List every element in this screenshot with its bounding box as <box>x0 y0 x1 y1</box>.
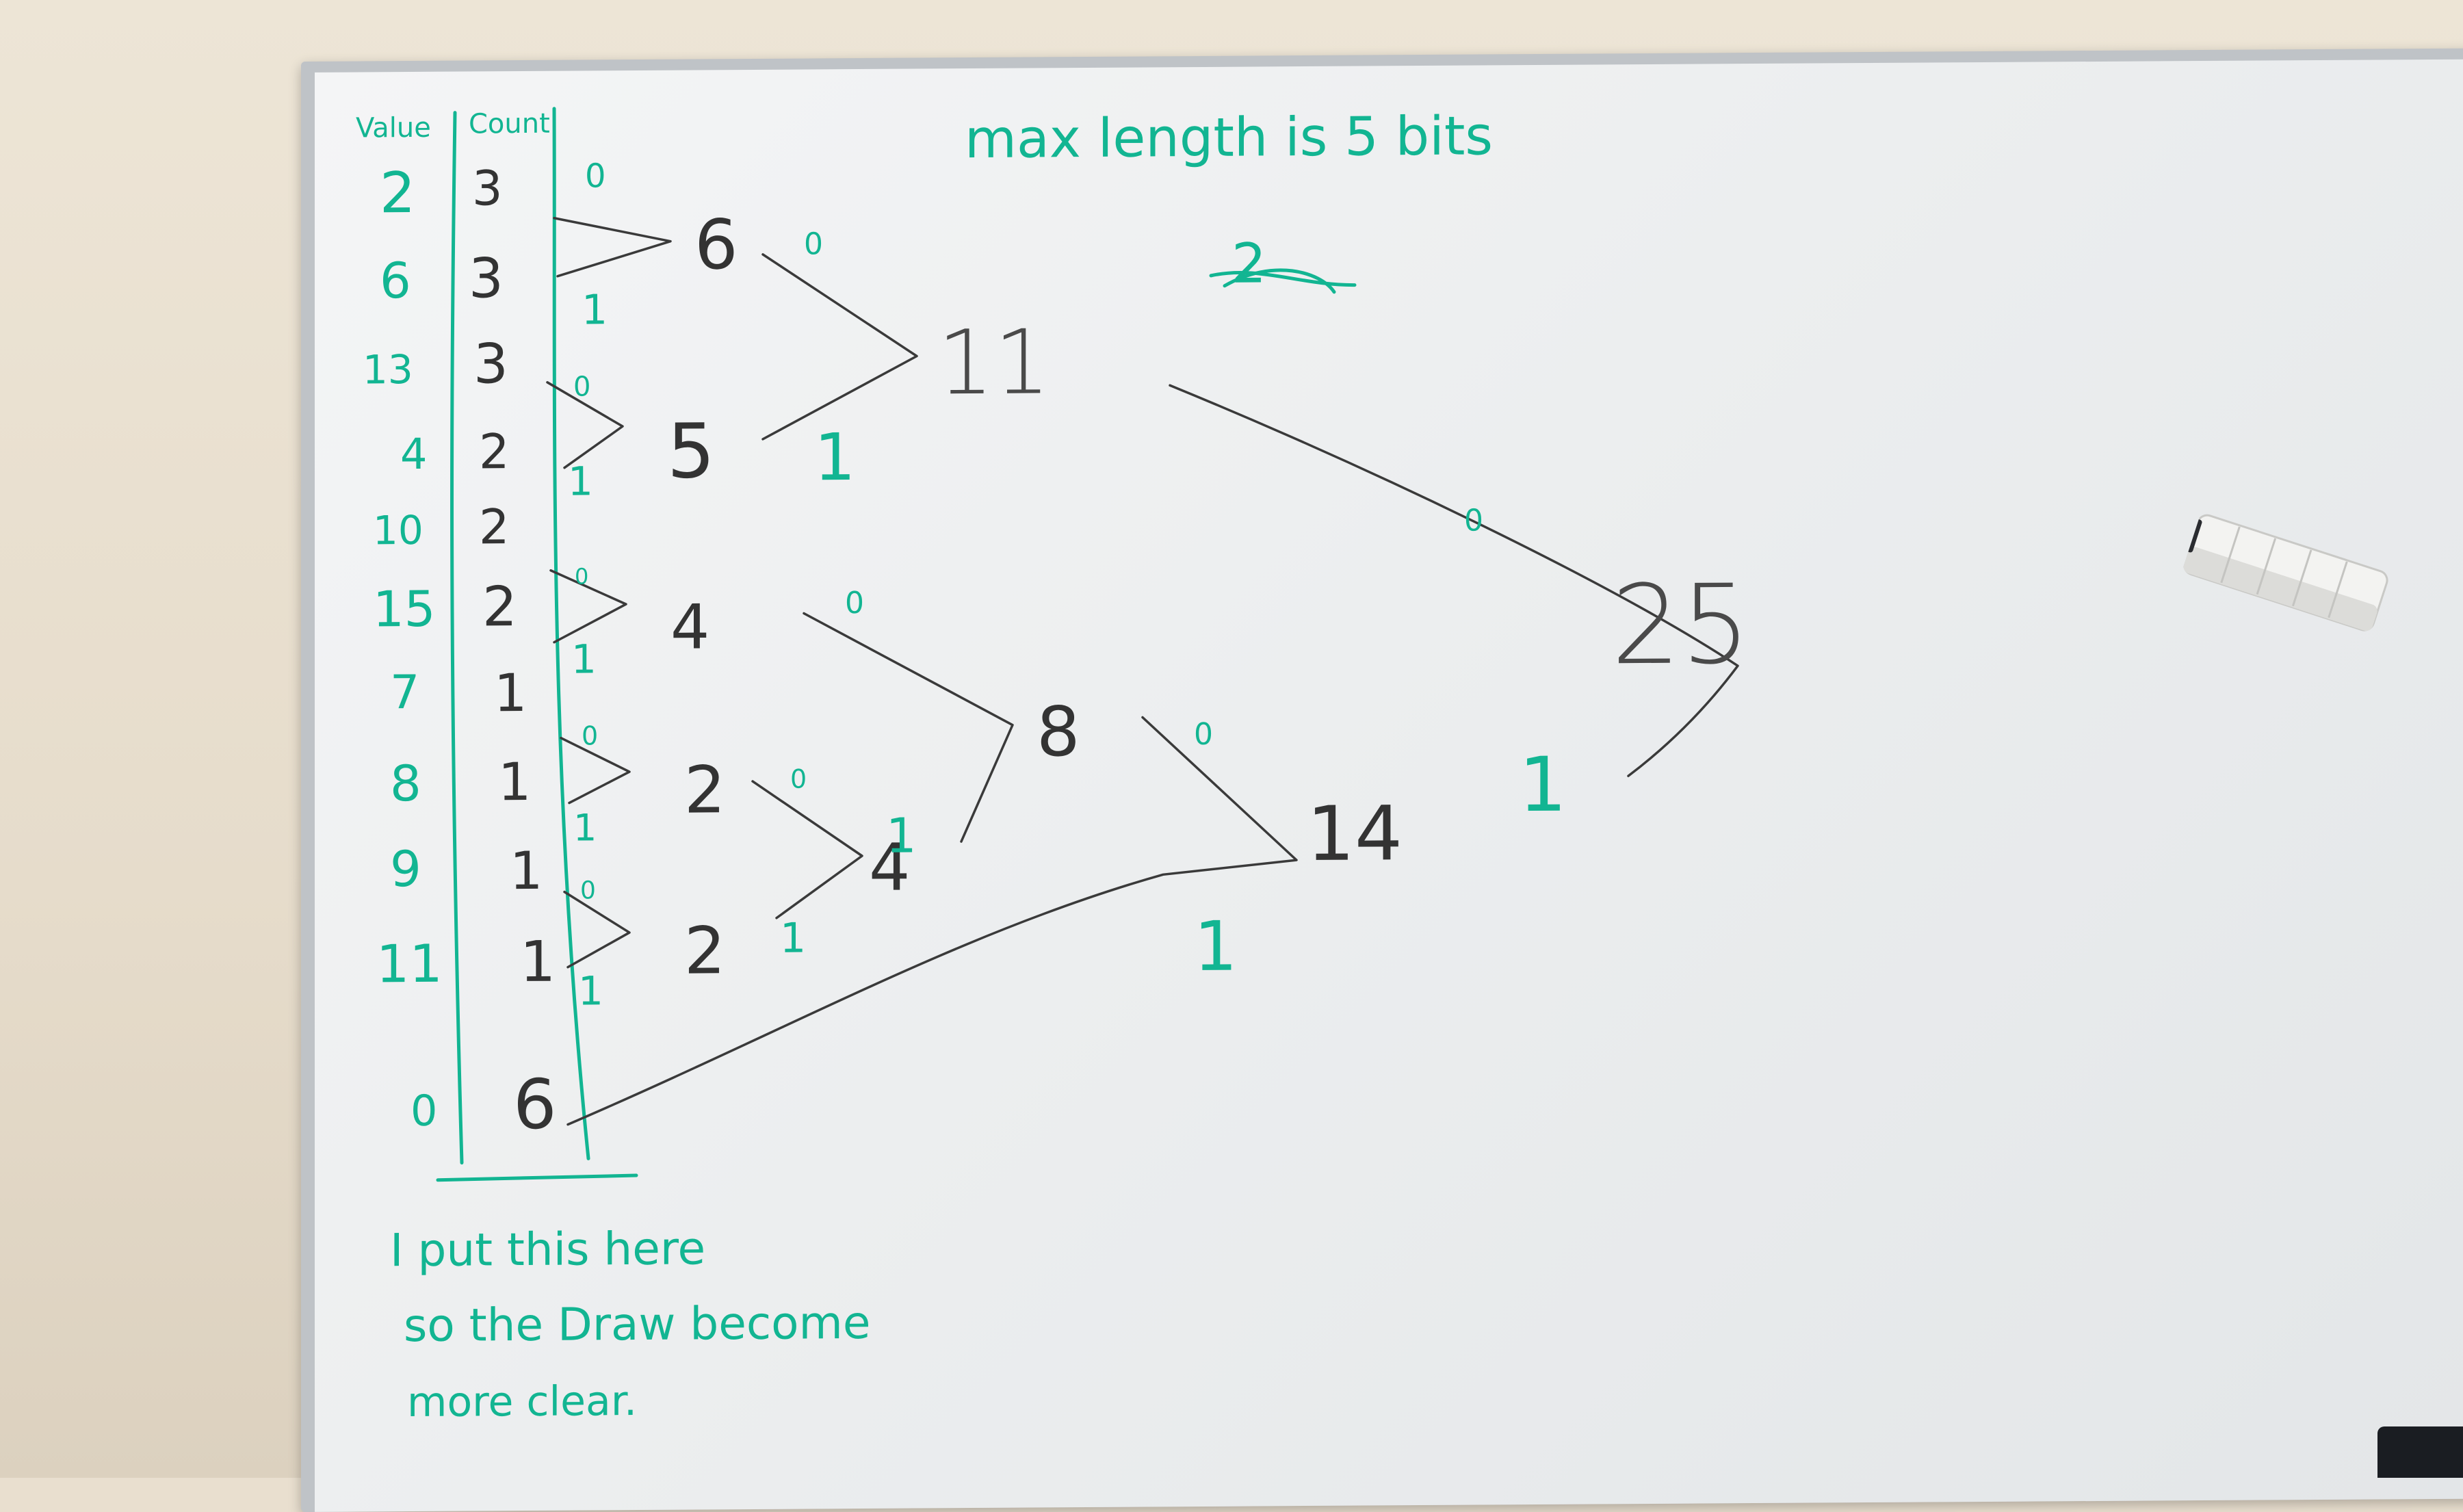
node-label: 2 <box>684 913 725 989</box>
bit-zero: 0 <box>1194 717 1213 752</box>
node-label: 14 <box>1307 790 1403 878</box>
node-label: 6 <box>694 205 738 285</box>
merge-line <box>563 890 631 969</box>
bit-one: 1 <box>582 286 608 334</box>
count-cell: 3 <box>473 332 508 395</box>
merge-line <box>761 253 918 441</box>
note-line: I put this here <box>390 1222 705 1277</box>
bit-zero: 0 <box>580 876 596 904</box>
crossed-out-mark: 2 <box>1209 231 1357 296</box>
node-label: 2 <box>684 753 725 828</box>
table-divider-right <box>552 107 590 1160</box>
count-cell: 3 <box>472 160 503 216</box>
value-cell: 10 <box>373 507 423 553</box>
node-label: 8 <box>1037 692 1080 772</box>
bit-one: 1 <box>886 808 917 864</box>
value-cell: 15 <box>373 580 436 638</box>
value-cell: 2 <box>380 161 415 226</box>
value-cell: 4 <box>400 429 427 479</box>
count-cell: 2 <box>479 499 510 555</box>
count-column: 3 3 3 2 2 2 1 1 1 1 6 <box>469 160 557 1145</box>
whiteboard: Value Count 2 6 13 4 10 15 7 8 9 11 0 3 … <box>301 48 2463 1512</box>
table-lines <box>436 107 638 1182</box>
merge-line <box>549 569 627 644</box>
merge-lines <box>546 216 1739 1126</box>
note-line: so the Draw become <box>404 1296 870 1352</box>
title-text: max length is 5 bits <box>965 105 1493 170</box>
value-cell: 0 <box>410 1086 437 1136</box>
count-cell: 1 <box>510 840 543 901</box>
bit-one: 1 <box>578 967 603 1014</box>
bit-labels: 0 1 0 1 0 1 0 1 0 0 1 0 1 0 1 1 0 1 0 1 <box>568 157 1567 1014</box>
bit-zero: 0 <box>575 563 588 589</box>
merge-line <box>553 216 672 278</box>
bit-zero: 0 <box>573 371 590 402</box>
value-cell: 13 <box>363 346 413 393</box>
laptop-corner <box>2377 1426 2463 1478</box>
value-cell: 9 <box>390 840 421 898</box>
count-cell: 2 <box>482 575 517 638</box>
count-cell: 2 <box>479 423 510 480</box>
merge-line <box>546 381 624 469</box>
node-label: 25 <box>1611 560 1751 689</box>
node-label: 11 <box>937 310 1050 415</box>
node-label: 4 <box>869 831 910 906</box>
bit-one: 1 <box>573 806 597 849</box>
table-divider-left <box>450 111 464 1165</box>
value-cell: 8 <box>390 755 421 812</box>
bit-zero: 0 <box>790 764 807 794</box>
whiteboard-surface: Value Count 2 6 13 4 10 15 7 8 9 11 0 3 … <box>315 59 2463 1512</box>
bit-zero: 0 <box>1464 503 1483 538</box>
whiteboard-drawing: Value Count 2 6 13 4 10 15 7 8 9 11 0 3 … <box>356 105 1751 1426</box>
bit-one: 1 <box>780 914 806 962</box>
header-value: Value <box>356 112 431 144</box>
count-cell: 1 <box>494 662 527 723</box>
bit-zero: 0 <box>582 720 598 751</box>
merge-line <box>1169 384 1739 777</box>
bit-one: 1 <box>814 420 855 495</box>
count-cell: 3 <box>469 246 504 310</box>
bit-one: 1 <box>568 458 593 504</box>
bit-one: 1 <box>1194 907 1238 987</box>
note-line: more clear. <box>407 1377 637 1426</box>
tree-nodes: 6 5 4 2 2 4 11 8 14 25 <box>667 205 1751 989</box>
count-cell: 6 <box>513 1065 557 1145</box>
node-label: 5 <box>667 407 715 495</box>
handwritten-note: I put this here so the Draw become more … <box>390 1222 870 1426</box>
merge-line <box>751 780 863 920</box>
value-cell: 11 <box>376 933 443 995</box>
bit-one: 1 <box>1519 741 1567 829</box>
value-column: 2 6 13 4 10 15 7 8 9 11 0 <box>363 161 443 1136</box>
merge-line <box>566 716 1298 1126</box>
bit-one: 1 <box>571 636 597 682</box>
bit-zero: 0 <box>845 586 864 621</box>
header-count: Count <box>469 108 550 140</box>
bit-zero: 0 <box>585 157 606 195</box>
merge-line <box>560 736 631 805</box>
node-label: 4 <box>670 591 709 663</box>
value-cell: 6 <box>380 252 411 309</box>
merge-line <box>803 612 1014 843</box>
bit-zero: 0 <box>804 226 823 261</box>
table-bottom-line <box>436 1173 638 1182</box>
count-cell: 1 <box>498 751 531 812</box>
value-cell: 7 <box>390 666 419 720</box>
svg-text:2: 2 <box>1232 231 1266 295</box>
count-cell: 1 <box>520 930 556 995</box>
